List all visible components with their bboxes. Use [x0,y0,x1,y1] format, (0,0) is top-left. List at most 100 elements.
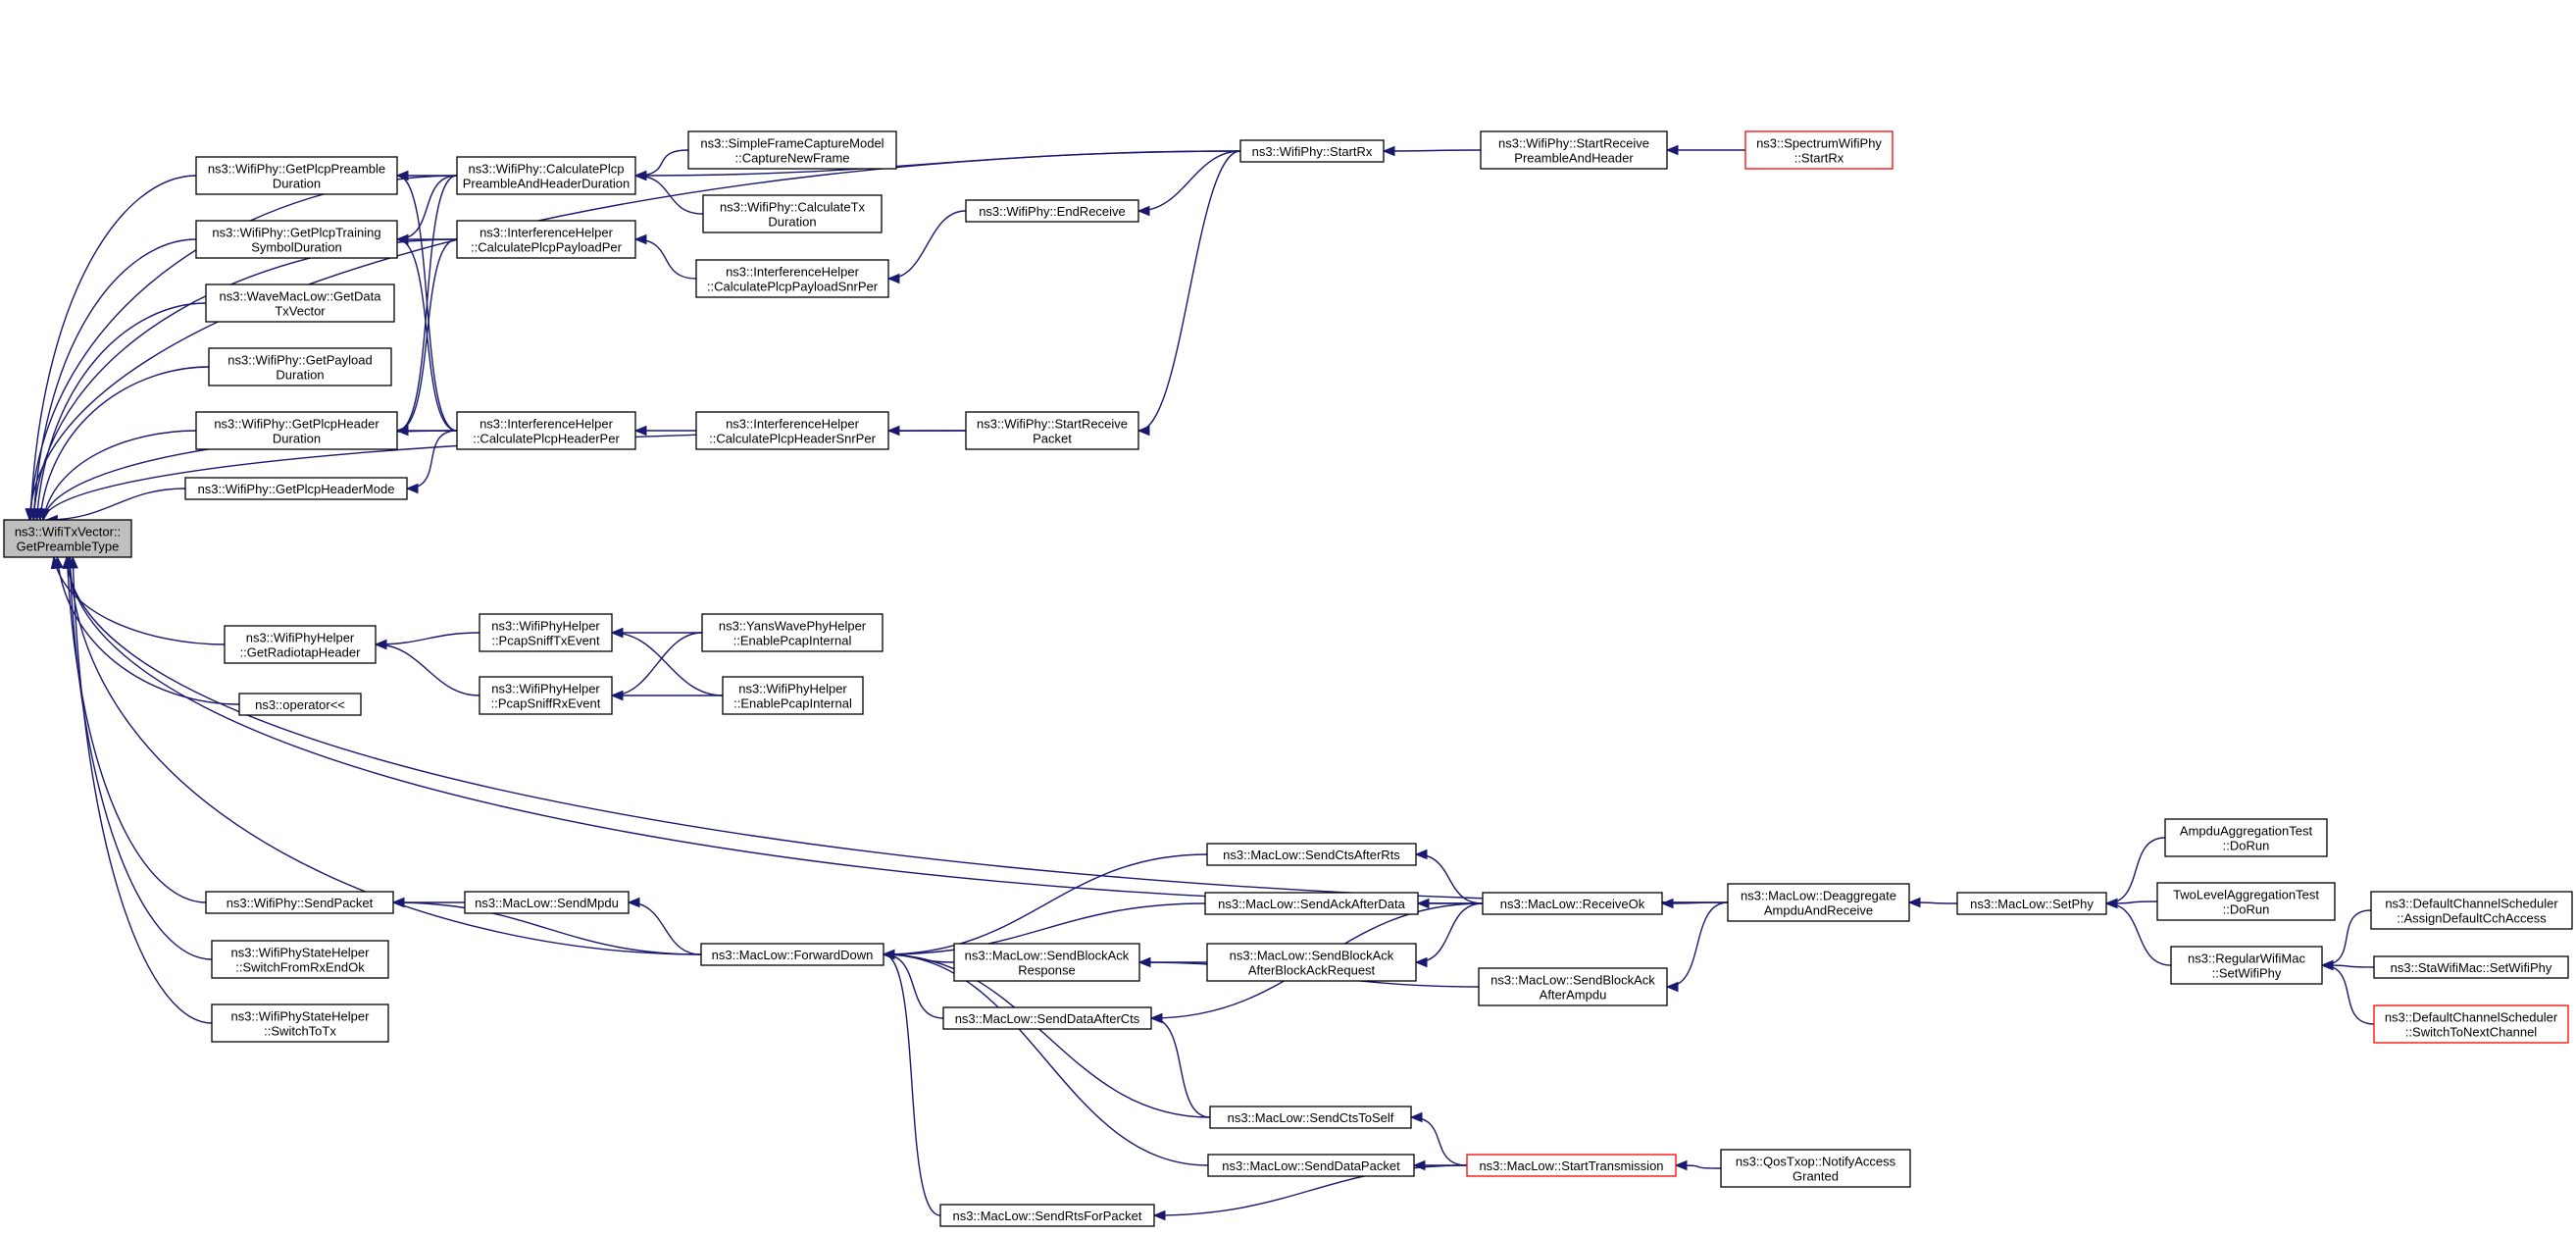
node-box [205,283,395,323]
node-box [1209,1106,1412,1129]
node-label-line: Duration [273,432,321,446]
edge-root-to-get-plcp-header-duration [42,430,197,521]
edge-arrowhead [2320,959,2334,971]
node-box [1480,130,1668,170]
node-yans-enable-pcap[interactable]: ns3::YansWavePhyHelper::EnablePcapIntern… [701,613,884,652]
node-send-data-packet[interactable]: ns3::MacLow::SendDataPacket [1207,1154,1415,1177]
edge-start-receive-packet-to-start-rx [1137,150,1241,432]
node-label-line: ns3::SimpleFrameCaptureModel [700,136,884,151]
node-ih-calc-payload-snr-per[interactable]: ns3::InterferenceHelper::CalculatePlcpPa… [695,259,889,298]
node-box [2156,882,2336,921]
node-label-line: ::PcapSniffRxEvent [491,696,601,711]
node-regular-set-wifi-phy[interactable]: ns3::RegularWifiMac::SetWifiPhy [2170,946,2323,985]
node-label-line: ns3::WifiPhyHelper [491,682,600,696]
edge-send-block-ack-after-bar-to-receive-ok [1415,902,1484,963]
node-pcap-sniff-rx[interactable]: ns3::WifiPhyHelper::PcapSniffRxEvent [479,676,613,715]
node-label-line: ns3::WifiPhy::GetPlcpHeaderMode [198,482,395,496]
node-ih-calc-header-per[interactable]: ns3::InterferenceHelper::CalculatePlcpHe… [456,411,636,450]
edge-get-radiotap-header-to-pcap-sniff-tx [375,632,480,645]
edge-send-rts-for-packet-to-start-transmission [1153,1164,1468,1216]
node-start-receive-preamble[interactable]: ns3::WifiPhy::StartReceivePreambleAndHea… [1480,130,1668,170]
node-label-line: ::CalculatePlcpPayloadSnrPer [707,280,879,294]
edge-arrowhead [39,507,51,522]
node-label-line: ns3::operator<< [255,697,345,712]
node-get-plcp-header-mode[interactable]: ns3::WifiPhy::GetPlcpHeaderMode [184,477,408,500]
edge-start-rx-to-start-receive-preamble [1383,149,1482,152]
node-label-line: AfterBlockAckRequest [1248,963,1376,978]
node-box [1239,139,1385,163]
node-spectrum-start-rx[interactable]: ns3::SpectrumWifiPhy::StartRx [1744,130,1894,170]
node-label-line: ns3::MacLow::ForwardDown [712,948,874,962]
node-label-line: ::EnablePcapInternal [733,696,852,711]
edge-send-cts-to-self-to-start-transmission [1410,1116,1468,1166]
edge-root-to-get-payload-duration [39,366,210,521]
node-assign-default-cch[interactable]: ns3::DefaultChannelScheduler::AssignDefa… [2370,891,2573,930]
node-box [700,943,884,966]
node-start-rx[interactable]: ns3::WifiPhy::StartRx [1239,139,1385,163]
node-label-line: ns3::MacLow::SendBlockAck [1490,973,1655,988]
node-label-line: ns3::WifiPhyHelper [491,619,600,634]
node-start-transmission[interactable]: ns3::MacLow::StartTransmission [1466,1154,1677,1177]
node-ih-calc-payload-per[interactable]: ns3::InterferenceHelper::CalculatePlcpPa… [456,220,636,259]
node-forward-down[interactable]: ns3::MacLow::ForwardDown [700,943,884,966]
edge-arrowhead [627,897,640,908]
node-label-line: ns3::MacLow::SendRtsForPacket [953,1209,1142,1223]
node-box [1478,967,1668,1006]
node-operator-shift[interactable]: ns3::operator<< [238,693,362,716]
node-send-block-ack-after-bar[interactable]: ns3::MacLow::SendBlockAckAfterBlockAckRe… [1206,943,1417,982]
node-box [965,199,1139,223]
node-label-line: ::DoRun [2223,839,2270,853]
node-set-phy[interactable]: ns3::MacLow::SetPhy [1956,892,2107,915]
node-label-line: SymbolDuration [251,240,342,255]
edge-root-to-get-plcp-training-symbol-duration [32,238,197,521]
node-label-line: ::CaptureNewFrame [734,151,849,166]
node-label-line: ns3::WifiPhy::CalculateTx [720,200,866,215]
node-label-line: ns3::YansWavePhyHelper [719,619,867,634]
node-label-line: ns3::MacLow::SendAckAfterData [1218,897,1406,911]
node-switch-to-next-channel[interactable]: ns3::DefaultChannelScheduler::SwitchToNe… [2373,1004,2569,1044]
node-send-packet[interactable]: ns3::WifiPhy::SendPacket [205,891,394,914]
edge-send-packet-to-forward-down [392,901,702,955]
node-send-rts-for-packet[interactable]: ns3::MacLow::SendRtsForPacket [939,1204,1155,1227]
node-box [211,1003,389,1043]
node-box [1727,883,1910,922]
node-box [1720,1149,1911,1188]
node-send-data-after-cts[interactable]: ns3::MacLow::SendDataAfterCts [942,1006,1152,1030]
node-ampdu-do-run[interactable]: AmpduAggregationTest::DoRun [2164,818,2328,857]
node-calc-preamble-header[interactable]: ns3::WifiPhy::CalculatePlcpPreambleAndHe… [456,156,636,195]
node-label-line: ::EnablePcapInternal [733,634,852,648]
node-receive-ok[interactable]: ns3::MacLow::ReceiveOk [1482,892,1663,915]
node-ih-calc-header-snr-per[interactable]: ns3::InterferenceHelper::CalculatePlcpHe… [695,411,889,450]
node-label-line: ns3::WifiPhyStateHelper [231,946,371,960]
node-wifi-enable-pcap[interactable]: ns3::WifiPhyHelper::EnablePcapInternal [722,676,864,715]
node-sta-set-wifi-phy[interactable]: ns3::StaWifiMac::SetWifiPhy [2373,955,2569,979]
node-pcap-sniff-tx[interactable]: ns3::WifiPhyHelper::PcapSniffTxEvent [479,613,613,652]
node-label-line: ns3::WifiPhy::GetPayload [227,353,372,368]
node-send-cts-after-rts[interactable]: ns3::MacLow::SendCtsAfterRts [1206,843,1417,866]
node-end-receive[interactable]: ns3::WifiPhy::EndReceive [965,199,1139,223]
node-switch-from-rx-end-ok[interactable]: ns3::WifiPhyStateHelper::SwitchFromRxEnd… [211,940,389,979]
node-two-level-do-run[interactable]: TwoLevelAggregationTest::DoRun [2156,882,2336,921]
node-get-radiotap-header[interactable]: ns3::WifiPhyHelper::GetRadiotapHeader [224,625,377,664]
node-box [695,411,889,450]
node-send-ack-after-data[interactable]: ns3::MacLow::SendAckAfterData [1204,892,1419,915]
node-box [205,891,394,914]
node-send-cts-to-self[interactable]: ns3::MacLow::SendCtsToSelf [1209,1106,1412,1129]
edge-calc-preamble-header-to-start-rx [634,150,1241,177]
node-label-line: AfterAmpdu [1540,988,1607,1003]
node-switch-to-tx[interactable]: ns3::WifiPhyStateHelper::SwitchToTx [211,1003,389,1043]
edge-forward-down-to-send-ack-after-data [883,902,1206,955]
node-get-plcp-training-symbol-duration[interactable]: ns3::WifiPhy::GetPlcpTrainingSymbolDurat… [195,220,398,259]
node-send-mpdu[interactable]: ns3::MacLow::SendMpdu [464,891,630,914]
node-capture-new-frame[interactable]: ns3::SimpleFrameCaptureModel::CaptureNew… [687,130,897,170]
